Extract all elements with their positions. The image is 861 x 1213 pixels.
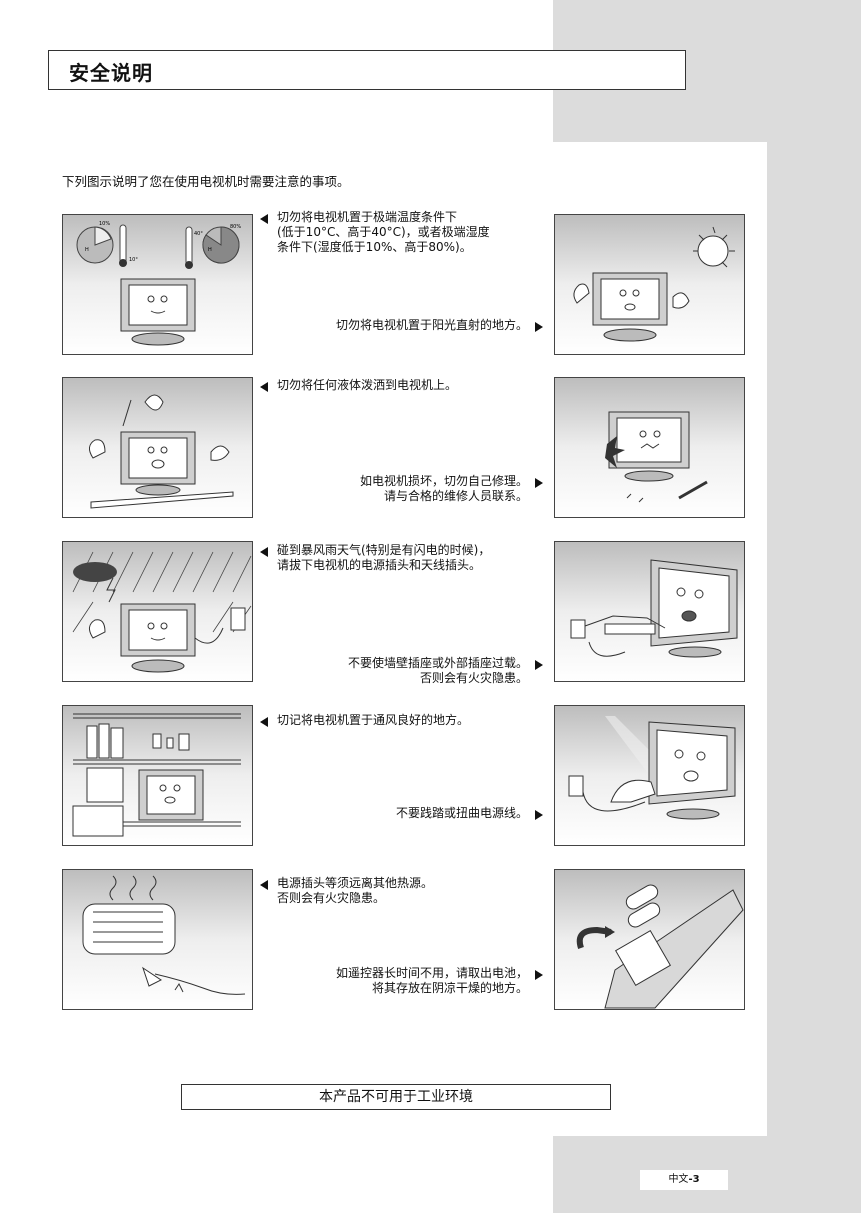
row1-left-text: 切勿将电视机置于极端温度条件下 (低于10°C、高于40°C)，或者极端湿度 条… [277,210,490,254]
industrial-notice: 本产品不可用于工业环境 [319,1089,473,1105]
page-num: -3 [688,1174,700,1185]
illustration-liquid [62,377,253,518]
page-number: 中文-3 [640,1170,728,1190]
humidity-low-label: 10% [99,221,110,227]
arrow-left-icon [260,382,268,392]
row3-right-text: 不要使墙壁插座或外部插座过载。 否则会有火灾隐患。 [347,656,528,685]
arrow-left-icon [260,717,268,727]
page-lang: 中文 [668,1174,689,1185]
illustration-power-cord [554,705,745,846]
row2-left-text: 切勿将任何液体泼洒到电视机上。 [277,378,458,392]
page-background-strip [767,142,861,1136]
page-title: 安全说明 [69,61,153,85]
temp-low-label: 10° [129,257,138,263]
row3-left-text: 碰到暴风雨天气(特别是有闪电的时候)， 请拔下电视机的电源插头和天线插头。 [277,543,491,572]
humidity-high-label: 80% [230,224,241,230]
row5-right-text: 如遥控器长时间不用，请取出电池， 将其存放在阴凉干燥的地方。 [335,966,528,995]
arrow-right-icon [535,322,543,332]
illustration-storm [62,541,253,682]
row2-right-text: 如电视机损坏，切勿自己修理。 请与合格的维修人员联系。 [359,474,528,503]
illustration-remote-battery [554,869,745,1010]
arrow-right-icon [535,810,543,820]
arrow-right-icon [535,478,543,488]
arrow-left-icon [260,880,268,890]
illustration-heat-source [62,869,253,1010]
illustration-repair [554,377,745,518]
row5-left-text: 电源插头等须远离其他热源。 否则会有火灾隐患。 [277,876,434,905]
arrow-right-icon [535,660,543,670]
notice-box: 本产品不可用于工业环境 [181,1084,611,1110]
humidity-low-h: H [85,247,89,253]
row4-left-text: 切记将电视机置于通风良好的地方。 [277,713,470,727]
humidity-high-h: H [208,247,212,253]
temp-high-label: 40° [194,231,203,237]
arrow-left-icon [260,547,268,557]
illustration-sunlight [554,214,745,355]
row4-right-text: 不要践踏或扭曲电源线。 [395,806,528,820]
title-box: 安全说明 [48,50,686,90]
arrow-right-icon [535,970,543,980]
intro-text: 下列图示说明了您在使用电视机时需要注意的事项。 [62,174,350,189]
illustration-temperature-humidity: 10% H 10° 40° 80% H [62,214,253,355]
row1-right-text: 切勿将电视机置于阳光直射的地方。 [335,318,528,332]
illustration-ventilation [62,705,253,846]
illustration-overload [554,541,745,682]
arrow-left-icon [260,214,268,224]
